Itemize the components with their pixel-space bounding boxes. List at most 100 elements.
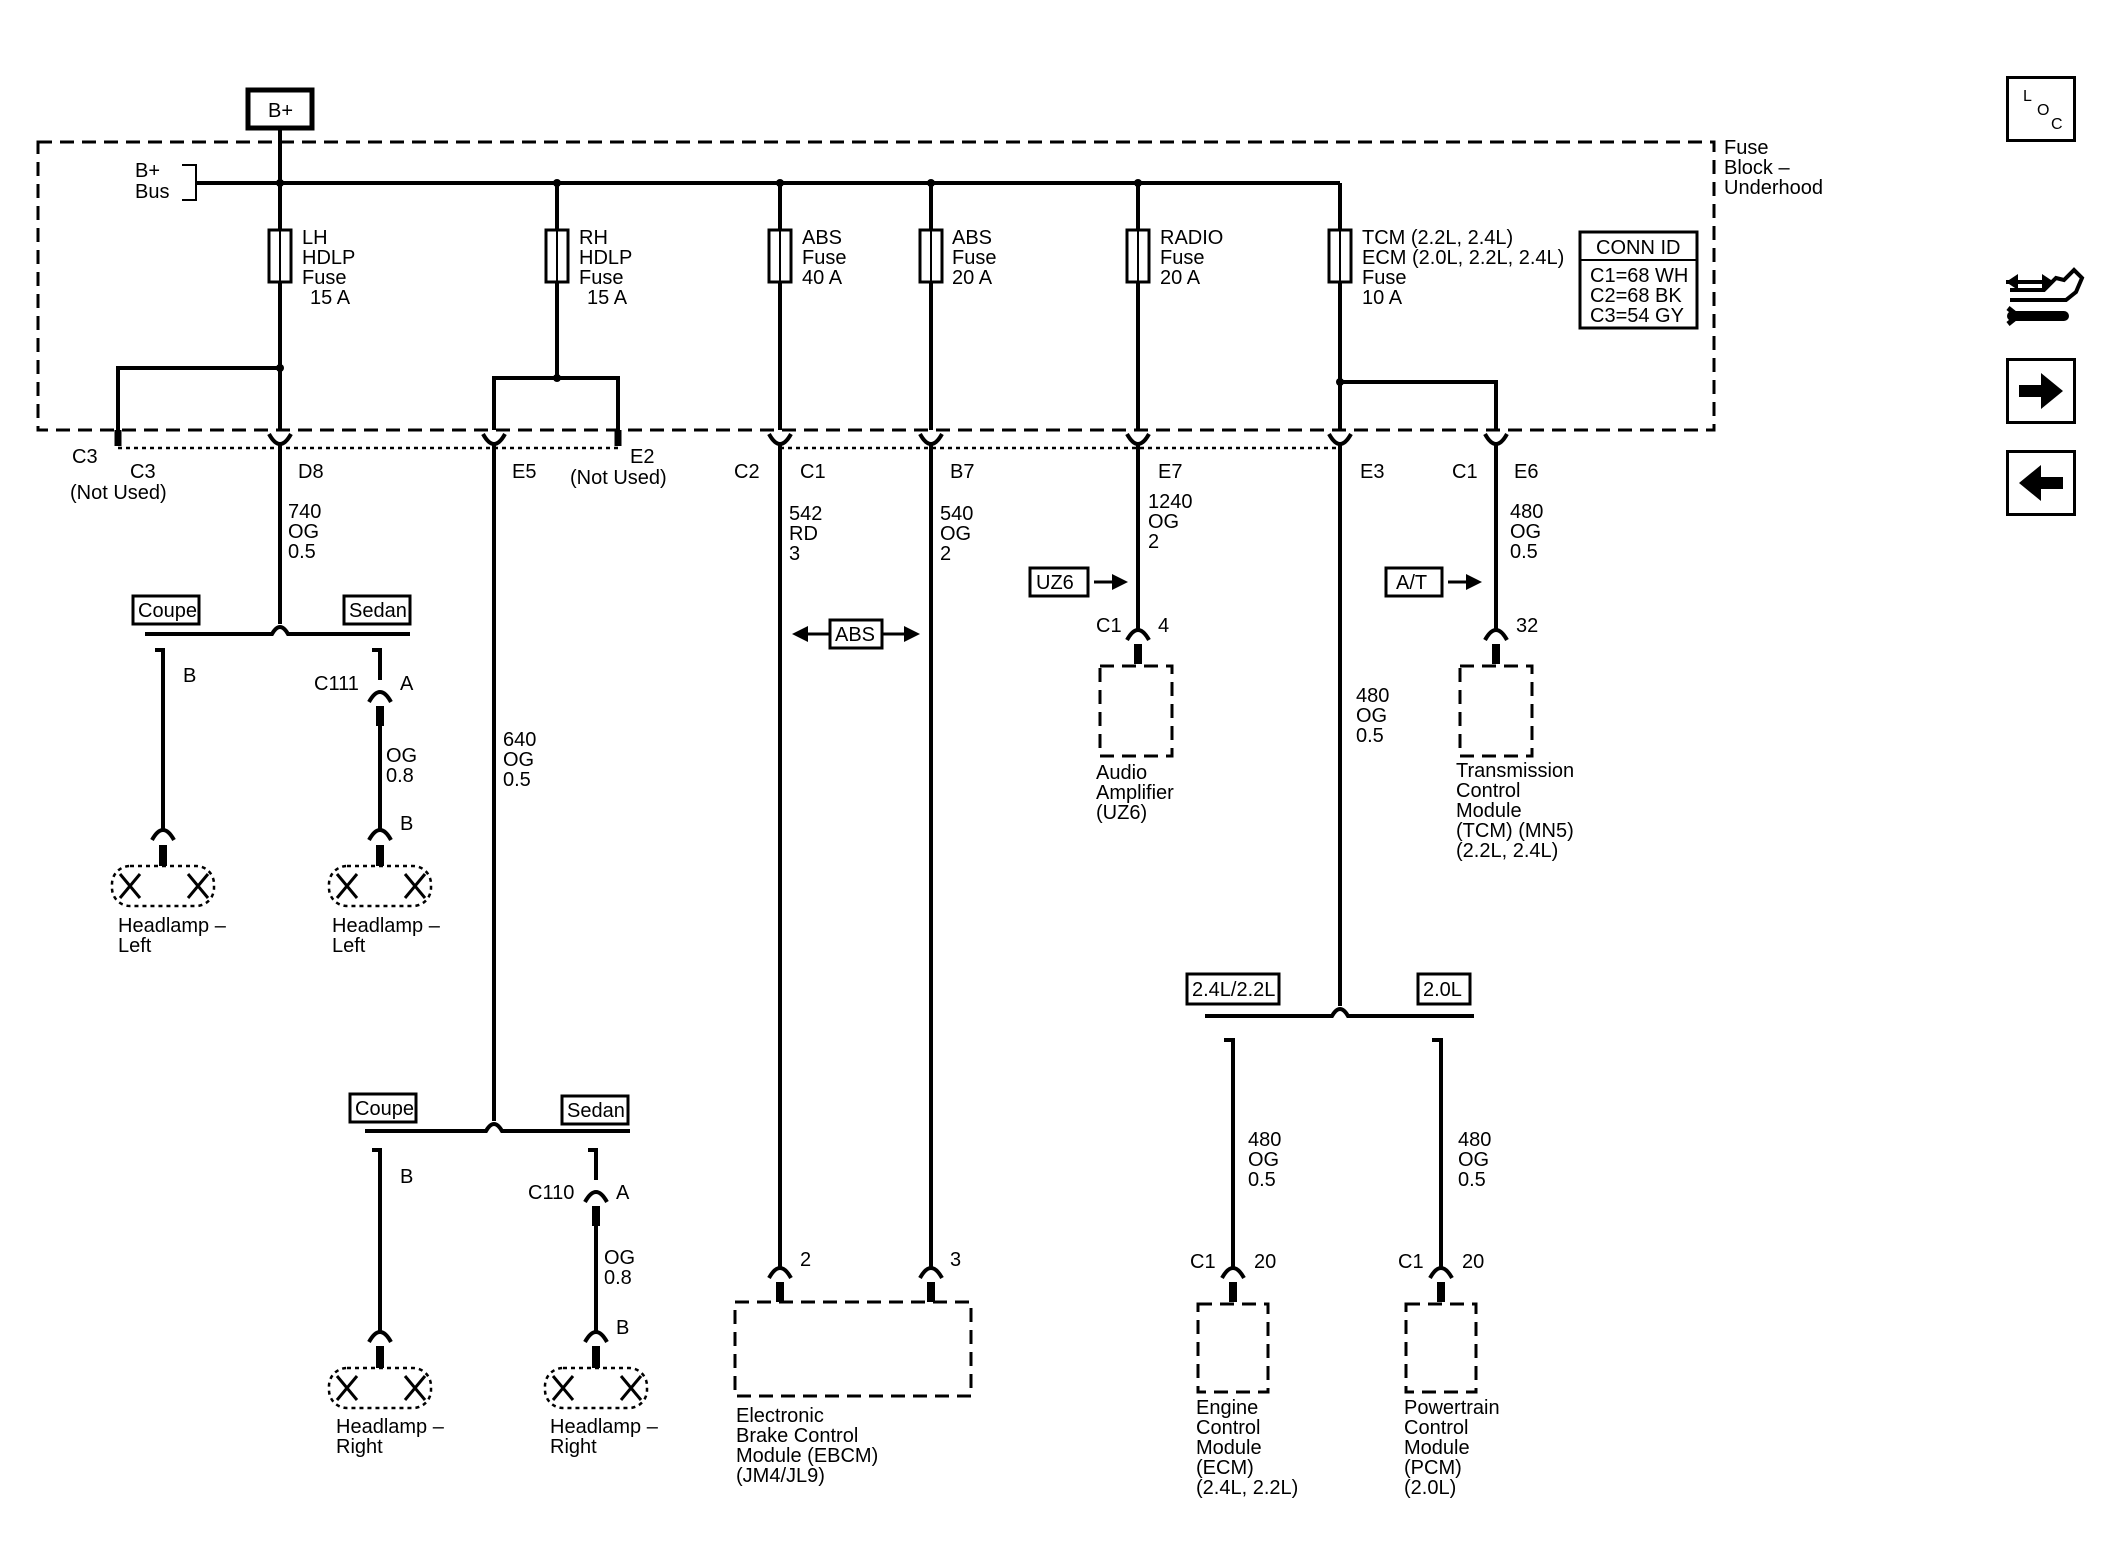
svg-text:10 A: 10 A — [1362, 287, 1403, 309]
svg-text:3: 3 — [789, 543, 800, 565]
option-20-label: 2.0L — [1423, 979, 1462, 1001]
option-24-22 — [1185, 972, 1281, 1006]
tcm-module — [1458, 664, 1534, 758]
uz6-option — [1028, 566, 1090, 598]
option-24-22-label: 2.4L/2.2L — [1192, 979, 1275, 1001]
svg-text:RH: RH — [579, 227, 608, 249]
svg-text:15 A: 15 A — [310, 287, 351, 309]
svg-text:O: O — [2037, 102, 2049, 119]
svg-text:Control: Control — [1196, 1417, 1260, 1439]
svg-text:Module: Module — [1196, 1437, 1262, 1459]
location-icon: L O C — [2023, 88, 2063, 133]
svg-text:ABS: ABS — [952, 227, 992, 249]
fuse-lh-hdlp — [267, 183, 293, 430]
sedan-option-1 — [342, 594, 412, 626]
conn-b-l1: B — [183, 665, 196, 687]
wire-og08-l: OG0.8 — [386, 745, 417, 787]
pcm-conn-c1: C1 — [1398, 1251, 1424, 1273]
fuse-label-lh: LH HDLP Fuse 15 A — [302, 227, 355, 309]
previous-page-button[interactable] — [2006, 450, 2076, 516]
svg-text:(2.0L): (2.0L) — [1404, 1477, 1456, 1499]
conn-c110: C110 — [528, 1182, 574, 1204]
bus-label-2: Bus — [135, 181, 169, 203]
fuse-label-radio: RADIO Fuse 20 A — [1160, 227, 1223, 289]
conn-b-r1: B — [400, 1166, 413, 1188]
tcm-branch — [1340, 380, 1498, 430]
next-page-button[interactable] — [2006, 358, 2076, 424]
headlamp-right-2-label-2: Right — [550, 1436, 597, 1458]
fuse-abs-20a — [918, 183, 944, 430]
bus-bracket — [182, 164, 197, 201]
svg-text:Electronic: Electronic — [736, 1405, 824, 1427]
rh-splice — [553, 374, 561, 382]
svg-text:0.8: 0.8 — [386, 765, 414, 787]
svg-text:Fuse: Fuse — [302, 267, 346, 289]
abs-option — [828, 618, 884, 650]
svg-text:HDLP: HDLP — [579, 247, 632, 269]
fuse-rh-hdlp — [544, 183, 570, 378]
svg-text:Fuse: Fuse — [1160, 247, 1204, 269]
conn-id-box: CONN ID C1=68 WH C2=68 BK C3=54 GY — [1578, 230, 1699, 330]
svg-text:OG: OG — [1248, 1149, 1279, 1171]
pin-c1-a: C1 — [800, 461, 826, 483]
wire-og08-r: OG0.8 — [604, 1247, 635, 1289]
svg-text:0.5: 0.5 — [288, 541, 316, 563]
rh-branch — [492, 376, 620, 430]
pin-b7: B7 — [950, 461, 974, 483]
svg-text:C2=68 BK: C2=68 BK — [1590, 285, 1682, 307]
svg-text:OG: OG — [1148, 511, 1179, 533]
pin-c3-left: C3 — [72, 446, 98, 468]
pcm-module — [1404, 1302, 1478, 1394]
svg-text:Module: Module — [1404, 1437, 1470, 1459]
headlamp-right-1-label-1: Headlamp – — [336, 1416, 445, 1438]
svg-text:OG: OG — [1356, 705, 1387, 727]
svg-text:Fuse: Fuse — [952, 247, 996, 269]
svg-text:Fuse: Fuse — [1362, 267, 1406, 289]
pin-e6: E6 — [1514, 461, 1538, 483]
ecm-conn-c1: C1 — [1190, 1251, 1216, 1273]
sedan-label-2: Sedan — [567, 1100, 625, 1122]
sedan-option-2 — [560, 1094, 630, 1126]
svg-text:C1=68 WH: C1=68 WH — [1590, 265, 1688, 287]
ebcm-pin-3: 3 — [950, 1249, 961, 1271]
fuse-tcm-ecm — [1327, 183, 1353, 430]
svg-text:RD: RD — [789, 523, 818, 545]
ecm-label: Engine Control Module (ECM) (2.4L, 2.2L) — [1196, 1397, 1298, 1499]
svg-text:ABS: ABS — [802, 227, 842, 249]
bplus-supply-label: B+ — [268, 100, 293, 122]
fuse-block-label-1: Fuse — [1724, 137, 1768, 159]
svg-text:480: 480 — [1458, 1129, 1491, 1151]
svg-text:(2.2L, 2.4L): (2.2L, 2.4L) — [1456, 840, 1558, 862]
ecm-module — [1196, 1302, 1270, 1394]
pin-d8: D8 — [298, 461, 324, 483]
conn-a-r: A — [616, 1182, 630, 1204]
diagnostic-tools-button[interactable] — [2004, 250, 2088, 336]
pin-c3-not-used: (Not Used) — [70, 482, 167, 504]
lh-splice — [276, 364, 284, 372]
audio-amplifier-module — [1098, 664, 1174, 758]
svg-text:HDLP: HDLP — [302, 247, 355, 269]
svg-text:0.5: 0.5 — [1510, 541, 1538, 563]
headlamp-left-1 — [110, 864, 216, 908]
pin-e7: E7 — [1158, 461, 1182, 483]
terminal-e3 — [1327, 432, 1353, 1000]
svg-text:(ECM): (ECM) — [1196, 1457, 1254, 1479]
svg-text:Audio: Audio — [1096, 762, 1147, 784]
lh-coupe-wire — [150, 648, 176, 866]
headlamp-left-2-label-2: Left — [332, 935, 366, 957]
ebcm-label: Electronic Brake Control Module (EBCM) (… — [736, 1405, 878, 1487]
svg-text:Fuse: Fuse — [579, 267, 623, 289]
pin-e2-not-used: (Not Used) — [570, 467, 667, 489]
location-view-button[interactable]: L O C — [2006, 76, 2076, 142]
headlamp-left-2-label-1: Headlamp – — [332, 915, 441, 937]
svg-text:2: 2 — [1148, 531, 1159, 553]
svg-text:TCM (2.2L, 2.4L): TCM (2.2L, 2.4L) — [1362, 227, 1513, 249]
